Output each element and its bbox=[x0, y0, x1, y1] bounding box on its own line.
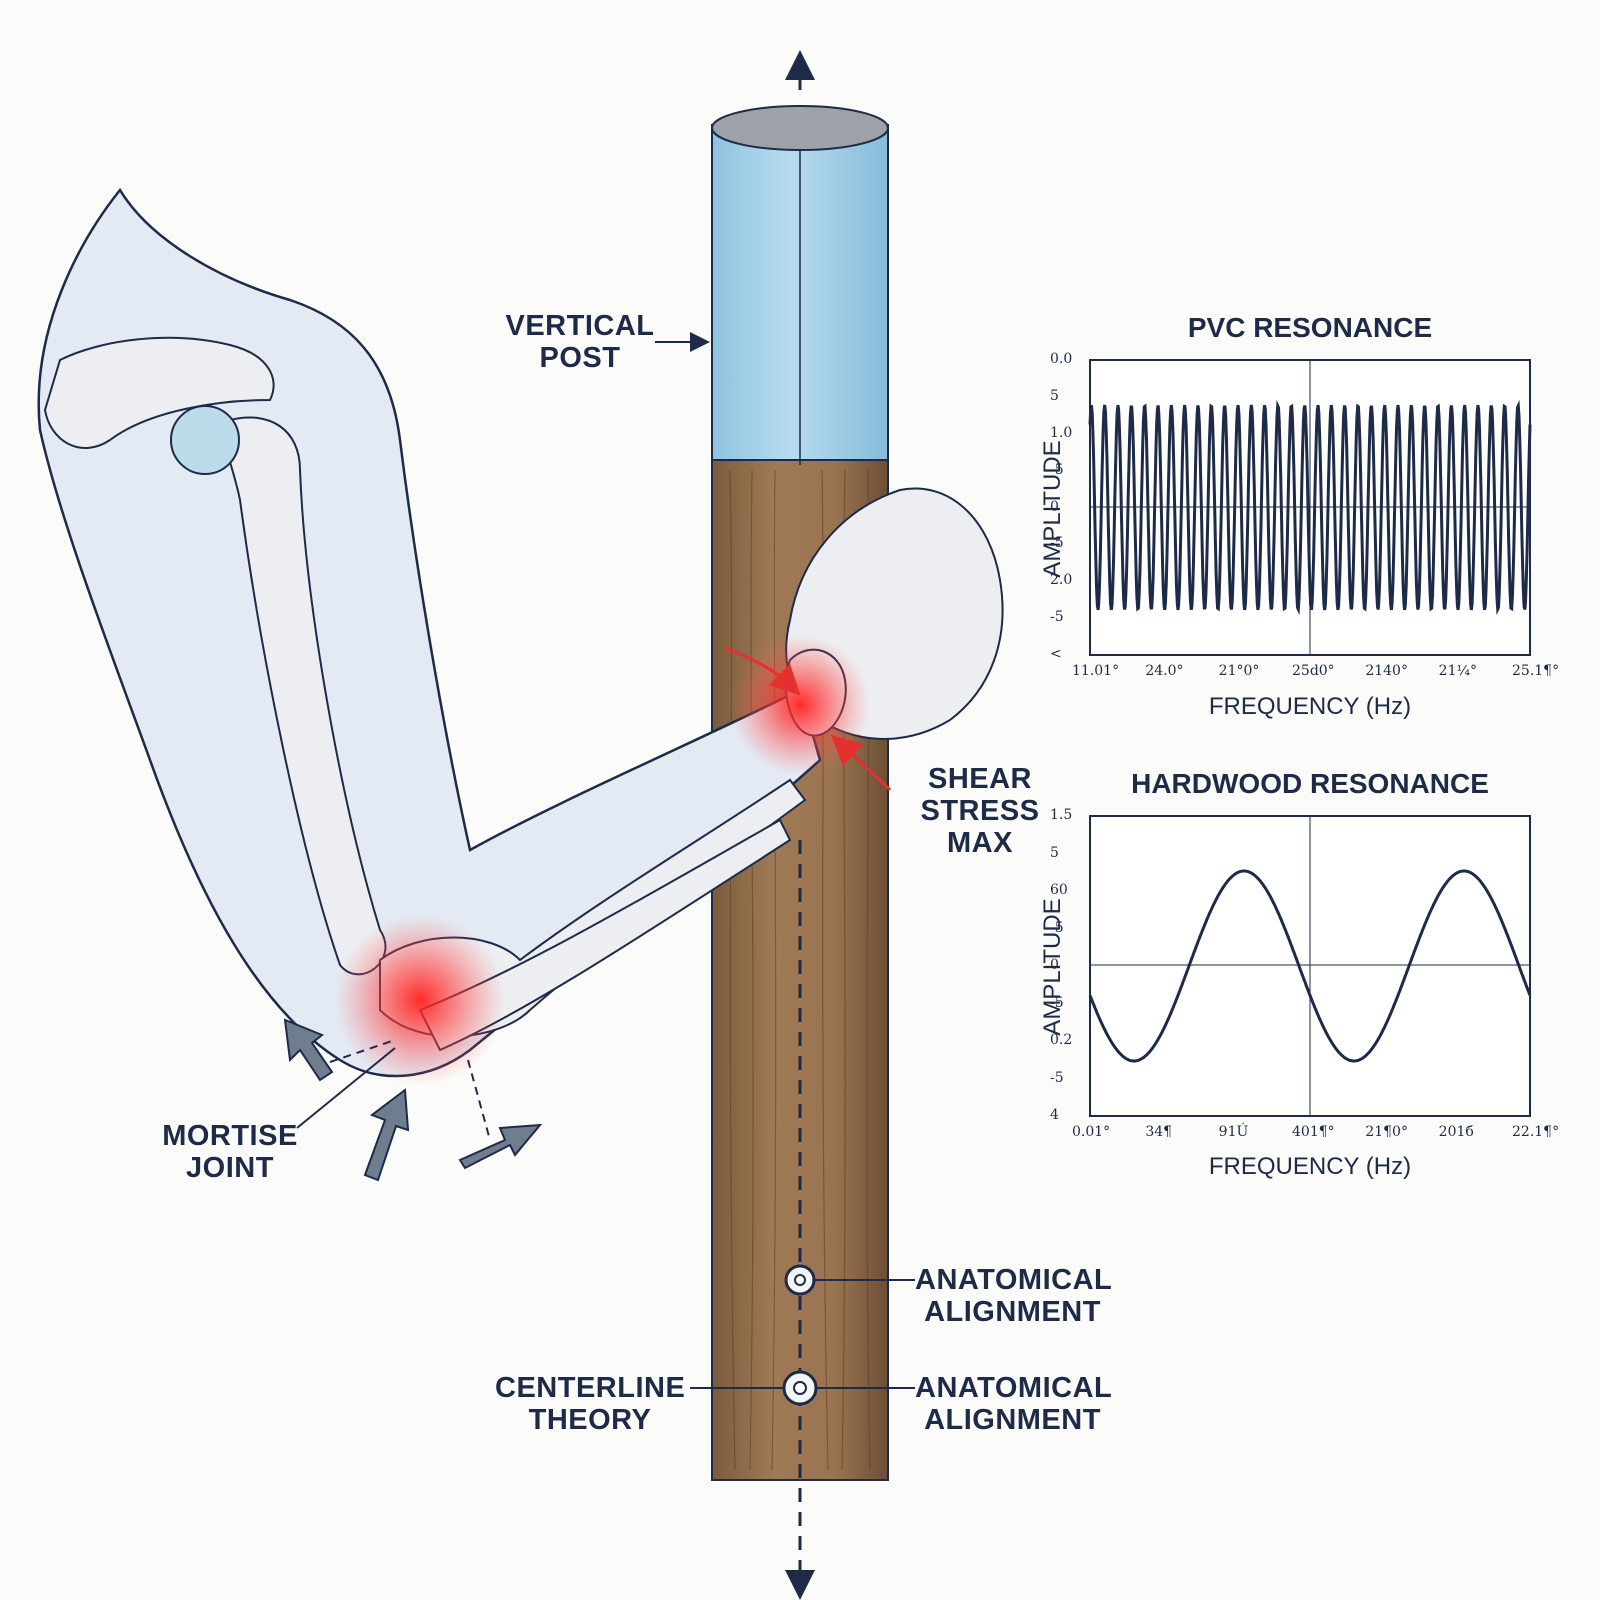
y-tick-label: 60 bbox=[1050, 882, 1068, 898]
y-tick-label: 1.0 bbox=[1050, 424, 1073, 441]
x-tick-label: 0.01° bbox=[1072, 1124, 1111, 1140]
y-tick-label: 2.0 bbox=[1050, 572, 1073, 589]
label-vertical-post: VERTICAL POST bbox=[505, 310, 655, 374]
y-tick-label: 5 bbox=[1050, 387, 1059, 404]
x-tick-label: 22.1¶° bbox=[1512, 1124, 1560, 1140]
y-tick-label: -5 bbox=[1050, 461, 1064, 478]
x-tick-label: 201б bbox=[1438, 1124, 1474, 1140]
label-anatomical-alignment-lower: ANATOMICAL ALIGNMENT bbox=[915, 1372, 1113, 1436]
y-tick-label: < bbox=[1050, 646, 1062, 662]
y-tick-label: -5 bbox=[1050, 609, 1064, 626]
y-tick-label: 0 bbox=[1050, 957, 1059, 973]
hardwood-x-axis-label: FREQUENCY (Hz) bbox=[1208, 1153, 1412, 1180]
x-tick-label: 21°0° bbox=[1218, 663, 1260, 679]
x-tick-label: 21¶0° bbox=[1365, 1124, 1408, 1140]
stress-glow-elbow bbox=[335, 915, 505, 1085]
label-centerline-theory: CENTERLINE THEORY bbox=[495, 1372, 686, 1436]
x-tick-label: 401¶° bbox=[1292, 1124, 1335, 1140]
y-tick-label: -5 bbox=[1050, 994, 1064, 1011]
x-tick-label: 25d0° bbox=[1292, 663, 1335, 679]
y-tick-label: 4 bbox=[1050, 1107, 1059, 1123]
y-tick-label: 1.5 bbox=[1050, 807, 1073, 823]
x-tick-label: 34¶ bbox=[1145, 1124, 1173, 1140]
y-tick-label: 0 bbox=[1050, 498, 1059, 515]
label-anatomical-alignment-upper: ANATOMICAL ALIGNMENT bbox=[915, 1264, 1113, 1328]
hardwood-chart-title: HARDWOOD RESONANCE bbox=[1131, 768, 1489, 799]
label-mortise-joint: MORTISE JOINT bbox=[162, 1120, 298, 1184]
pvc-x-axis-label: FREQUENCY (Hz) bbox=[1208, 693, 1412, 720]
x-tick-label: 91Ú bbox=[1218, 1124, 1249, 1140]
x-tick-label: 11.01° bbox=[1072, 663, 1120, 679]
y-tick-label: -5 bbox=[1050, 1069, 1064, 1086]
y-tick-label: 5 bbox=[1050, 844, 1059, 861]
x-tick-label: 24.0° bbox=[1145, 663, 1184, 679]
stress-glow-wrist bbox=[730, 635, 870, 775]
x-tick-label: 25.1¶° bbox=[1512, 663, 1560, 679]
y-tick-label: -5 bbox=[1050, 919, 1064, 936]
y-tick-label: -5 bbox=[1050, 535, 1064, 552]
label-shear-stress: SHEAR STRESS MAX bbox=[920, 763, 1040, 859]
elbow-force-arrows bbox=[283, 1018, 543, 1182]
y-tick-label: 0.2 bbox=[1050, 1032, 1073, 1048]
hardwood-resonance-chart bbox=[1088, 815, 1532, 1117]
x-tick-label: 21¼° bbox=[1438, 663, 1478, 679]
x-tick-label: 2140° bbox=[1365, 663, 1408, 679]
pvc-resonance-chart bbox=[1088, 359, 1532, 656]
hardwood-series-line bbox=[1088, 869, 1532, 1063]
y-tick-label: 0.0 bbox=[1050, 351, 1073, 367]
pvc-series-line bbox=[1088, 399, 1532, 616]
pvc-chart-title: PVC RESONANCE bbox=[1187, 312, 1433, 343]
